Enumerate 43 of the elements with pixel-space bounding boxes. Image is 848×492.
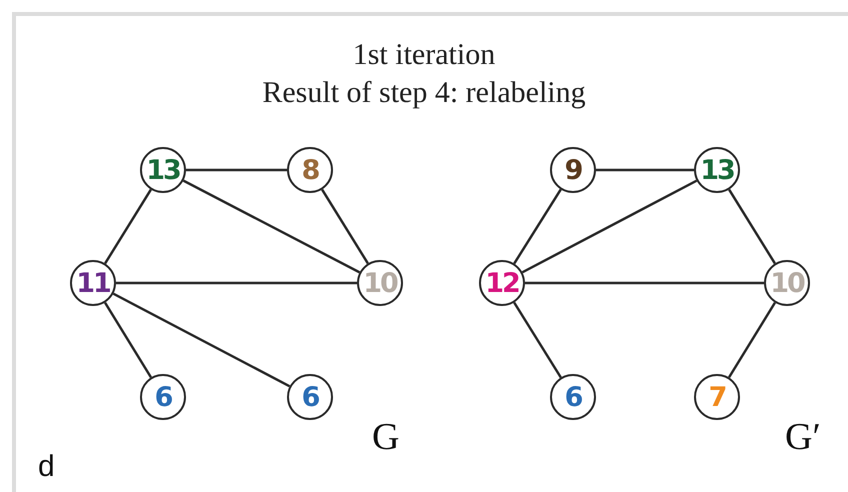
- node-value: 11: [76, 270, 110, 296]
- graph-node: [357, 260, 403, 306]
- graph-node: [287, 374, 333, 420]
- node-value: 10: [770, 270, 804, 296]
- node-value: 9: [564, 156, 582, 184]
- node-value: 6: [154, 384, 172, 410]
- edge-line: [182, 180, 360, 274]
- graph-label: G′: [785, 418, 821, 456]
- node-value: 10: [363, 270, 397, 296]
- edge-line: [104, 302, 152, 378]
- graph-node: [694, 147, 740, 193]
- node-value: 6: [302, 384, 318, 410]
- subtitle: Result of step 4: relabeling: [261, 78, 587, 108]
- edge-line: [596, 168, 694, 172]
- graph-node: [140, 374, 186, 420]
- edge-line: [513, 302, 562, 378]
- graph-node: [550, 374, 596, 420]
- edge-line: [186, 168, 287, 172]
- edge-line: [728, 188, 776, 264]
- node-value: 12: [485, 270, 519, 296]
- graph-node: [694, 374, 740, 420]
- graph-node: [479, 260, 525, 306]
- node-value: 7: [708, 384, 726, 410]
- title: 1st iteration: [352, 40, 496, 70]
- graph-node: [140, 147, 186, 193]
- node-value: 8: [302, 156, 318, 184]
- node-value: 13: [700, 156, 734, 184]
- graph-node: [70, 260, 116, 306]
- edge-line: [728, 302, 776, 378]
- node-value: 13: [146, 156, 180, 184]
- edge-line: [104, 188, 152, 264]
- graph-node: [287, 147, 333, 193]
- edge-line: [522, 180, 698, 274]
- node-value: 6: [564, 384, 582, 410]
- graph-node: [550, 147, 596, 193]
- edge-line: [513, 188, 562, 264]
- edge-line: [116, 282, 357, 284]
- edge-line: [525, 282, 764, 284]
- panel-letter: d: [38, 452, 55, 482]
- graph-label: G: [372, 418, 400, 456]
- edge-line: [321, 188, 369, 264]
- edge-line: [112, 292, 290, 388]
- graph-node: [764, 260, 810, 306]
